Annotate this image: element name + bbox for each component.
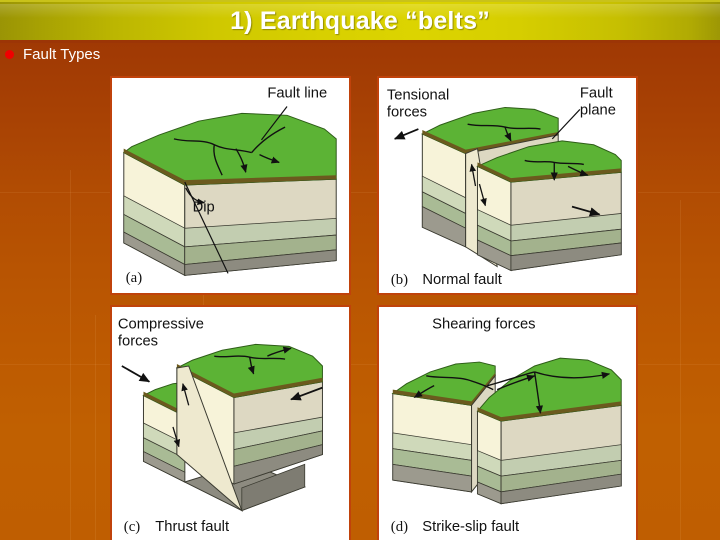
page-title: 1) Earthquake “belts” [230,6,490,35]
strike-slip-marks-d [413,371,611,414]
dip-label: Dip [193,200,215,216]
figure-panel-b: Tensional forces Fault plane (b) Normal … [377,76,638,295]
fault-plane-label-line2: plane [580,102,616,118]
bullet-dot-icon [5,50,14,59]
panel-letter-c: (c) [124,519,140,535]
compressive-force-arrow-right [290,386,323,401]
slide-title-bar: 1) Earthquake “belts” [0,0,720,43]
tensional-forces-label-line1: Tensional [387,88,449,104]
hanging-wall-block-b [476,140,622,272]
shearing-forces-label: Shearing forces [432,317,535,333]
figure-panel-a: Fault line Dip (a) [110,76,351,295]
fault-plane-leader [551,109,581,140]
panel-letter-a: (a) [126,270,142,286]
slip-marks-c [214,346,292,375]
slip-arrows-a [235,148,280,173]
tensional-forces-label-line2: forces [387,104,427,120]
tensional-force-arrow [393,128,419,140]
dip-arc [185,187,206,206]
fault-block-diagram-d: Shearing forces (d) Strike-slip fault [391,317,622,535]
bg-streak [680,200,681,540]
fault-block-diagram-a: Fault line Dip (a) [122,86,337,286]
fault-motion-arrows-b [469,163,487,207]
bg-streak [95,315,96,540]
compressive-forces-label-line1: Compressive [118,317,204,333]
bullet-label: Fault Types [23,46,101,63]
figure-panel-c: Compressive forces (c) Thrust fault [110,305,351,540]
panel-letter-b: (b) [391,272,408,288]
compressive-forces-label-line2: forces [118,333,158,349]
fault-plane-label-line1: Fault [580,86,613,102]
bg-streak [70,170,71,540]
slip-marks-b [467,123,589,181]
panel-caption-b: Normal fault [422,272,502,288]
fault-line-label: Fault line [267,86,327,102]
block-body-a [122,112,337,277]
fault-motion-arrows-c [172,383,190,448]
tensional-force-arrow-right [571,205,601,217]
panel-caption-c: Thrust fault [155,519,229,535]
panel-caption-d: Strike-slip fault [422,519,519,535]
bullet-row: Fault Types [5,46,100,63]
fault-block-diagram-b: Tensional forces Fault plane (b) Normal … [387,86,622,288]
fault-crack-lines-a [173,126,286,176]
figure-panel-d: Shearing forces (d) Strike-slip fault [377,305,638,540]
fault-block-diagram-c: Compressive forces (c) Thrust fault [118,317,323,535]
fault-line-leader [261,106,288,141]
panel-letter-d: (d) [391,519,408,535]
compressive-force-arrow-left [121,365,151,383]
right-block-d [476,357,622,505]
